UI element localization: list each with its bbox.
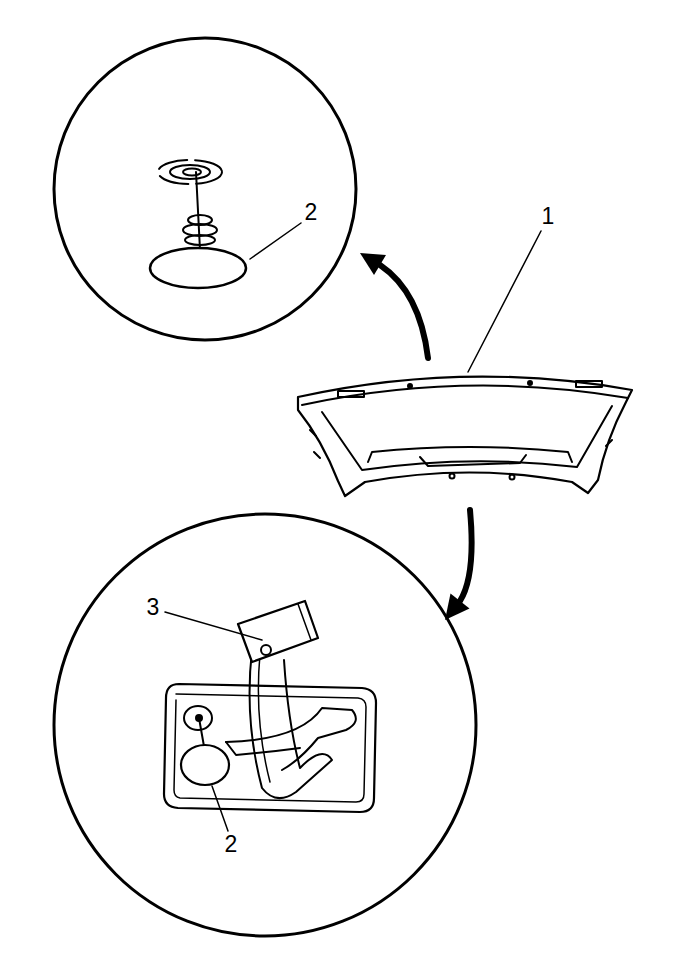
- leader-line: [468, 231, 541, 372]
- liner-tab: [420, 455, 526, 466]
- detail-circle: [54, 514, 476, 936]
- callout-number: 1: [542, 205, 555, 228]
- leader-line: [212, 786, 228, 831]
- tag: [238, 601, 318, 662]
- view-arrow: [360, 253, 428, 358]
- liner-slot: [576, 381, 602, 387]
- arrowhead: [445, 594, 470, 620]
- view-arrow: [445, 510, 472, 620]
- liner-hole: [528, 381, 532, 385]
- liner-slot: [338, 391, 364, 397]
- trunk-lid-liner: [298, 377, 632, 496]
- leader-line: [165, 612, 262, 640]
- retainer-barb: [185, 235, 215, 245]
- leader-line: [250, 223, 301, 259]
- bracket: [226, 708, 356, 770]
- mounting-plate-rim: [174, 694, 366, 802]
- panel-ring: [170, 165, 210, 179]
- liner-hole: [510, 475, 515, 480]
- callout-number: 2: [225, 833, 238, 856]
- liner-recess: [322, 406, 612, 470]
- bracket-detail: [164, 601, 376, 812]
- panel-hole: [183, 169, 201, 176]
- retainer-head: [181, 745, 229, 785]
- liner-rim: [302, 386, 628, 405]
- liner-recess: [368, 447, 572, 462]
- tag-eyelet: [261, 645, 271, 655]
- retainer-head: [150, 248, 246, 288]
- liner-texture: [310, 430, 612, 458]
- leader-lines: [165, 223, 541, 831]
- view-arrow-shaft: [460, 510, 472, 601]
- tag-fold: [298, 604, 311, 640]
- panel-ring: [158, 160, 222, 184]
- liner-outline: [298, 377, 632, 496]
- retainer-stem: [196, 172, 200, 250]
- liner-hole: [408, 384, 412, 388]
- callout-number: 3: [147, 596, 160, 619]
- view-arrow-shaft: [380, 265, 428, 358]
- mounting-plate: [164, 684, 376, 812]
- callout-number: 2: [305, 201, 318, 224]
- push-pin-retainer: [150, 160, 246, 288]
- tether-strap: [258, 654, 270, 782]
- liner-hole: [450, 474, 455, 479]
- detail-circle: [54, 38, 356, 340]
- arrowhead: [360, 253, 386, 275]
- tether-strap: [250, 650, 332, 798]
